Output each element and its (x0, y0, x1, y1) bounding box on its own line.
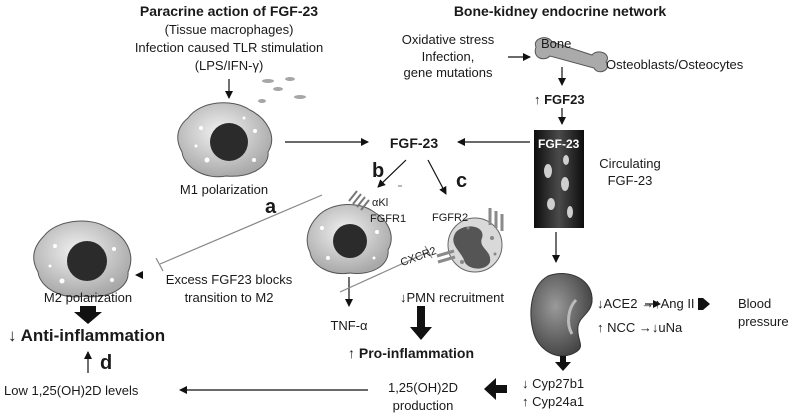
m2-macrophage (33, 220, 132, 298)
fgf23-up-label: ↑ FGF23 (534, 92, 585, 107)
tnf-alpha-label: TNF-α (330, 318, 368, 333)
cyp24a1-label: ↑ Cyp24a1 (522, 394, 585, 409)
blood-pressure-label-2: pressure (738, 314, 789, 329)
ace2-angii-label: ↓ACE2 →↑Ang II (597, 296, 695, 311)
circulating-label-2: FGF-23 (607, 173, 653, 188)
vitd-production-label-1: 1,25(OH)2D (387, 380, 459, 395)
cyp27b1-label: ↓ Cyp27b1 (522, 376, 585, 391)
blood-vessel (534, 130, 584, 228)
anti-inflammation-label: ↓ Anti-inflammation (8, 326, 166, 345)
label-c: c (456, 170, 468, 192)
lps-particles (258, 77, 306, 103)
tlr-stimulation-label: Infection caused TLR stimulation (134, 40, 324, 55)
bone-label: Bone (541, 36, 572, 51)
bone-kidney-title: Bone-kidney endocrine network (453, 3, 667, 19)
vessel-fgf23-label: FGF-23 (538, 137, 580, 151)
m2-polarization-label: M2 polarization (43, 290, 133, 305)
label-b: b (372, 160, 385, 182)
excess-fgf23-label-2: transition to M2 (184, 290, 274, 305)
fgfr1-macrophage (306, 190, 392, 275)
oxidative-stress-label: Oxidative stress (401, 32, 495, 47)
blood-pressure-label-1: Blood (738, 296, 772, 311)
alpha-klotho-label: αKl (372, 197, 389, 209)
osteoblasts-label: Osteoblasts/Osteocytes (606, 57, 744, 72)
kidney-illustration (530, 273, 593, 357)
bone-illustration (534, 37, 608, 73)
vitd-production-label-2: production (392, 398, 454, 413)
lps-ifn-label: (LPS/IFN-γ) (194, 58, 264, 73)
neutrophil (436, 208, 504, 273)
infection-label: Infection, (421, 49, 475, 64)
low-vitd-label: Low 1,25(OH)2D levels (4, 383, 139, 398)
excess-fgf23-label-1: Excess FGF23 blocks (165, 272, 293, 287)
label-a: a (265, 196, 277, 218)
label-d: d (100, 352, 113, 374)
gene-mutations-label: gene mutations (403, 65, 493, 80)
m1-polarization-label: M1 polarization (179, 182, 269, 197)
pmn-recruitment-label: ↓PMN recruitment (400, 290, 505, 305)
fgfr1-label: FGFR1 (370, 213, 407, 225)
tissue-macrophages-label: (Tissue macrophages) (164, 22, 294, 37)
ncc-una-label: ↑ NCC →↓uNa (597, 320, 683, 335)
paracrine-title: Paracrine action of FGF-23 (139, 3, 319, 19)
fgfr2-label: FGFR2 (432, 212, 469, 224)
pro-inflammation-label: ↑ Pro-inflammation (348, 345, 475, 361)
m1-macrophage (177, 102, 273, 178)
fgf23-center-label: FGF-23 (389, 135, 439, 151)
circulating-label-1: Circulating (599, 156, 661, 171)
bold-arrows (74, 298, 710, 400)
